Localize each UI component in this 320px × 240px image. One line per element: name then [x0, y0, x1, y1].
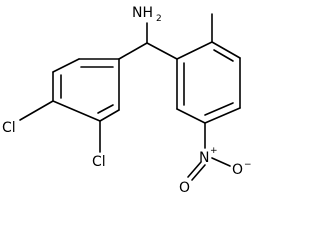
nitro-oxygen-right-label: O	[232, 162, 243, 178]
amine-subscript: 2	[156, 14, 162, 24]
bond	[99, 109, 120, 122]
double-bond-inner	[97, 104, 114, 114]
molecule-diagram: NH 2 Cl Cl N + O O −	[2, 5, 252, 196]
bond	[52, 58, 80, 73]
bond-n-o-double	[187, 161, 202, 178]
bond	[176, 41, 213, 60]
structure-canvas: NH 2 Cl Cl N + O O −	[2, 5, 252, 196]
chlorine-meta-label: Cl	[92, 154, 106, 170]
nitrophenyl-ring	[176, 41, 241, 124]
bond-ring-to-ch	[118, 42, 148, 60]
nitro-nitrogen-charge: +	[210, 146, 218, 156]
double-bond-inner	[213, 49, 234, 62]
nitro-oxygen-charge: −	[244, 160, 252, 170]
bond-n-o-double-second	[191, 164, 206, 181]
bond	[204, 107, 241, 124]
chlorine-para-label: Cl	[2, 120, 16, 136]
bond	[176, 108, 206, 124]
bond	[52, 100, 101, 122]
amine-label: NH	[132, 5, 153, 21]
bond-c-cl-para	[19, 100, 54, 121]
bond-ch-to-ring	[146, 42, 178, 60]
nitro-nitrogen-label: N	[199, 150, 209, 166]
bond	[211, 41, 241, 59]
nitro-oxygen-top-label: O	[179, 180, 190, 196]
bond-n-o-single	[211, 157, 231, 167]
double-bond-inner	[204, 102, 234, 116]
dichlorophenyl-ring	[52, 58, 120, 122]
